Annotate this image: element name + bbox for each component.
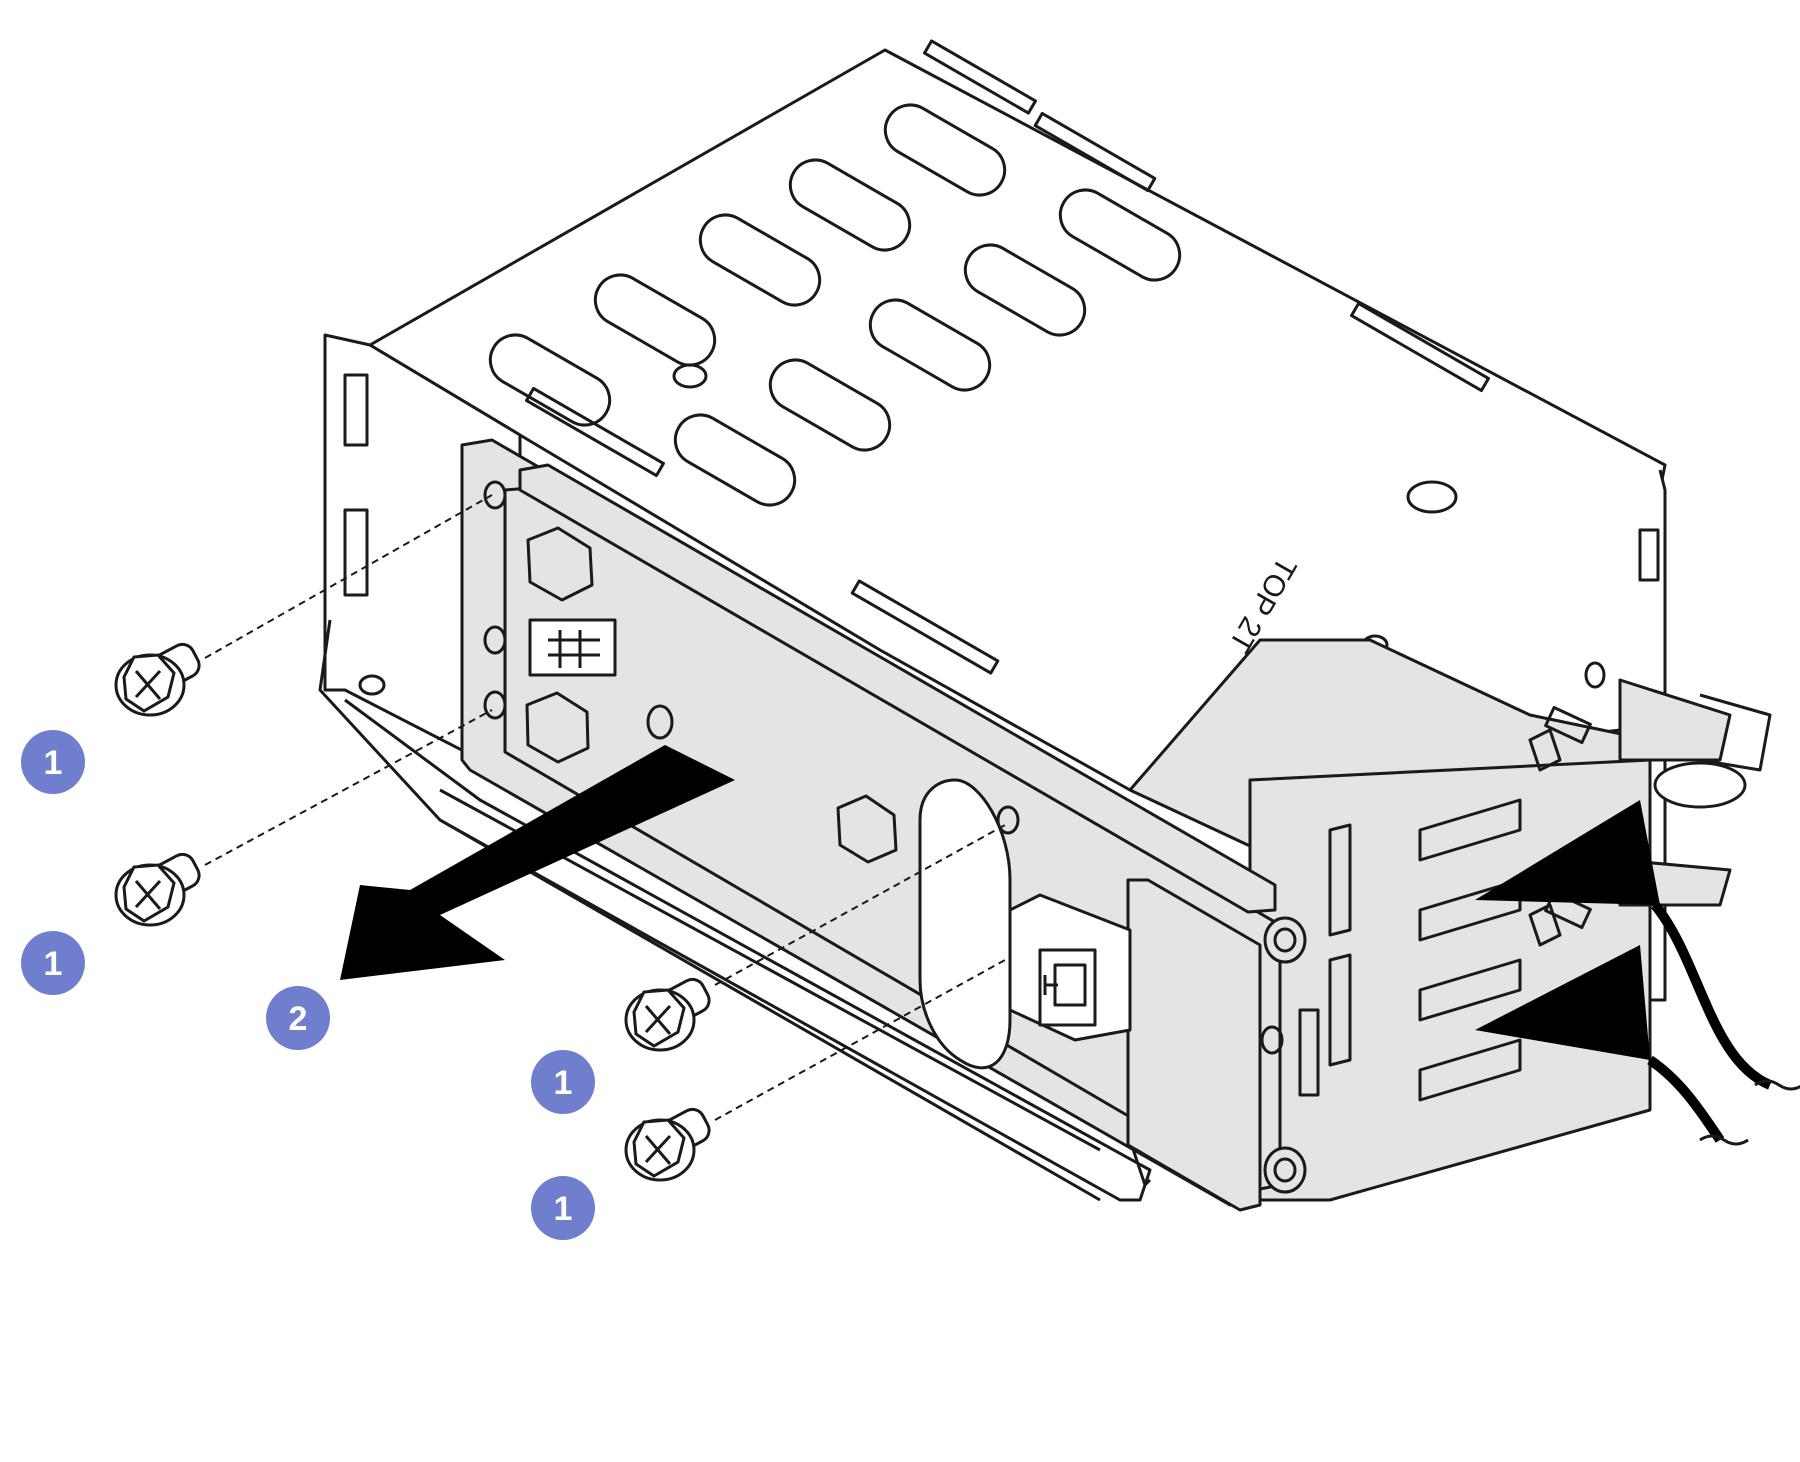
cable-strip-upper: [1475, 800, 1660, 905]
backplate-panel: [460, 438, 1320, 1212]
screw-lower-center: [624, 1103, 715, 1182]
cage-bottom-rail: [318, 619, 1152, 1202]
cable-wire-lower: [1647, 1055, 1725, 1143]
hex-standoff-center: [836, 794, 898, 864]
removal-direction-arrow: [340, 745, 735, 980]
hex-standoff-top: [526, 526, 594, 602]
cage-top-slots: [488, 39, 1490, 675]
hex-standoff-middle: [525, 691, 590, 764]
screw-middle-left: [114, 848, 205, 927]
screw-upper-center: [624, 973, 715, 1052]
callout-step-1-b: 1: [21, 931, 85, 995]
drive-bay-slots: [1328, 705, 1592, 1102]
callout-step-1-d: 1: [531, 1176, 595, 1240]
cable-strip-lower: [1475, 945, 1650, 1060]
svg-text:1: 1: [554, 1064, 573, 1102]
drive-bays: [1128, 638, 1800, 1202]
power-connector: [1008, 893, 1132, 1042]
callout-step-1-c: 1: [531, 1050, 595, 1114]
svg-text:1: 1: [44, 945, 63, 983]
svg-text:2: 2: [289, 1000, 308, 1038]
svg-text:1: 1: [554, 1190, 573, 1228]
callout-step-1-a: 1: [21, 730, 85, 794]
cable-wire-upper: [1651, 901, 1773, 1090]
svg-text:1: 1: [44, 744, 63, 782]
screw-paths: [204, 494, 1006, 1121]
screw-top-left: [114, 638, 205, 717]
callout-step-2: 2: [266, 986, 330, 1050]
